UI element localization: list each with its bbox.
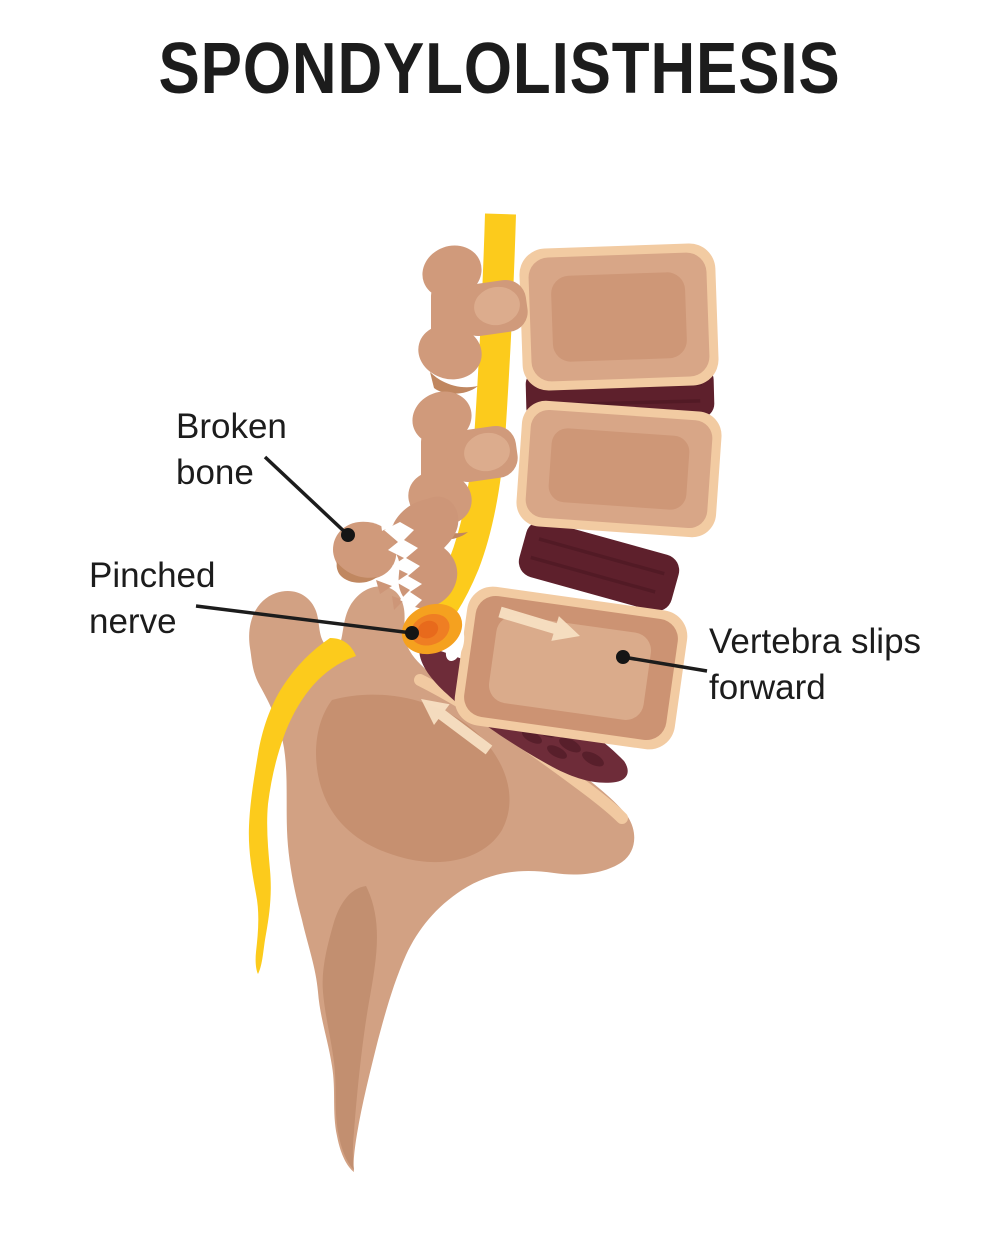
pinched-nerve-dot xyxy=(405,626,419,640)
page-title: SPONDYLOLISTHESIS xyxy=(0,28,1000,110)
page-title-text: SPONDYLOLISTHESIS xyxy=(158,29,842,109)
sacrum xyxy=(249,586,635,1172)
broken-bone-dot xyxy=(341,528,355,542)
broken-bone-leader-line xyxy=(263,455,350,537)
label-vertebra-slips-forward: Vertebra slips forward xyxy=(709,622,922,707)
disc-2 xyxy=(518,520,680,612)
leader-dots xyxy=(341,528,630,664)
vertebra-1-posterior-process xyxy=(418,245,528,394)
leader-lines xyxy=(195,455,708,673)
label-pinched-nerve: Pinched nerve xyxy=(89,556,216,641)
vertebra-slips-dot xyxy=(616,650,630,664)
pinched-nerve-leader-line xyxy=(195,604,413,635)
counter-slip-arrow xyxy=(421,699,493,755)
pinched-nerve-glow xyxy=(401,603,463,655)
slip-direction-arrow xyxy=(498,606,580,641)
sacrum-shading xyxy=(316,694,510,863)
exiting-nerve xyxy=(248,638,356,974)
vertebra-1 xyxy=(519,243,719,391)
vertebra-slips-leader-line xyxy=(622,655,708,673)
vertebra-2 xyxy=(516,400,722,538)
label-broken-bone: Broken bone xyxy=(176,407,287,492)
sacrum-tail-shading xyxy=(322,886,377,1170)
slipped-vertebra xyxy=(454,586,688,750)
